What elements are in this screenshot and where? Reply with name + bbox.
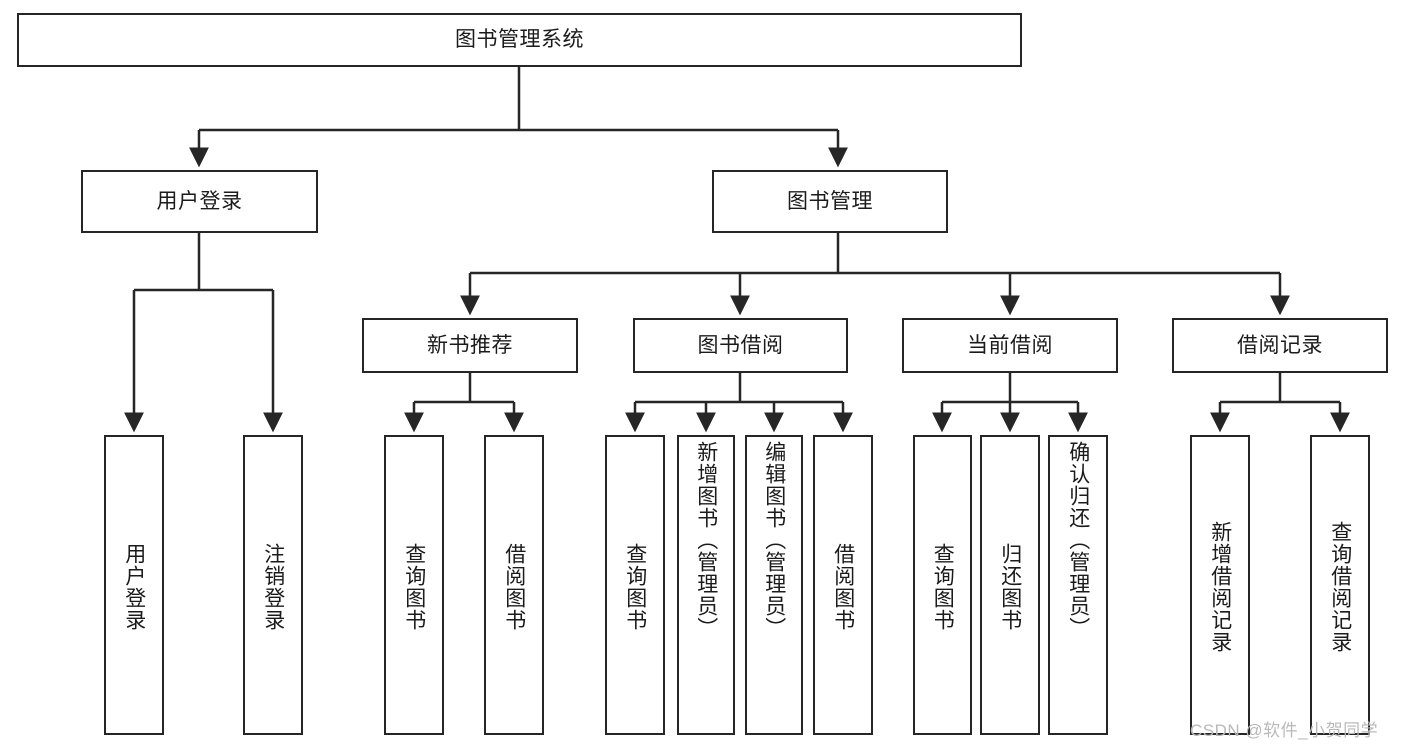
node-leaf-borrow-book-1-label: 借阅图书 [502,543,526,631]
node-leaf-return-book[interactable]: 归还图书 [980,435,1040,735]
node-leaf-add-book[interactable]: 新增图书（管理员） [677,435,735,735]
node-leaf-query-book-3-label: 查询图书 [931,543,955,631]
watermark-text: CSDN @软件_小贺同学 [1190,721,1379,740]
node-leaf-confirm-return-label: 确认归还（管理员） [1066,441,1090,639]
node-root-label: 图书管理系统 [455,28,584,52]
node-borrow-record[interactable]: 借阅记录 [1172,318,1388,373]
node-leaf-query-record-label: 查询借阅记录 [1328,521,1352,653]
node-book-manage[interactable]: 图书管理 [712,170,948,233]
node-leaf-edit-book-label: 编辑图书（管理员） [762,441,786,639]
node-leaf-add-book-label: 新增图书（管理员） [694,441,718,639]
node-leaf-add-record-label: 新增借阅记录 [1208,521,1232,653]
node-leaf-query-book-2-label: 查询图书 [623,543,647,631]
node-leaf-logout-login[interactable]: 注销登录 [243,435,303,735]
node-new-book-recommend[interactable]: 新书推荐 [362,318,578,373]
node-current-borrow[interactable]: 当前借阅 [902,318,1118,373]
node-root[interactable]: 图书管理系统 [17,13,1022,67]
node-leaf-confirm-return[interactable]: 确认归还（管理员） [1048,435,1108,735]
node-user-login-label: 用户登录 [156,189,243,213]
node-leaf-logout-login-label: 注销登录 [261,543,285,631]
node-leaf-borrow-book-1[interactable]: 借阅图书 [484,435,544,735]
node-borrow-record-label: 借阅记录 [1237,333,1323,357]
node-book-manage-label: 图书管理 [787,189,873,213]
node-book-borrow-label: 图书借阅 [697,333,784,357]
node-user-login[interactable]: 用户登录 [81,170,318,233]
node-leaf-return-book-label: 归还图书 [998,543,1022,631]
node-leaf-query-book-3[interactable]: 查询图书 [913,435,972,735]
node-leaf-query-record[interactable]: 查询借阅记录 [1310,435,1370,735]
node-leaf-query-book-1-label: 查询图书 [402,543,426,631]
node-leaf-edit-book[interactable]: 编辑图书（管理员） [745,435,803,735]
node-leaf-query-book-1[interactable]: 查询图书 [384,435,444,735]
node-leaf-user-login[interactable]: 用户登录 [104,435,164,735]
node-leaf-borrow-book-2[interactable]: 借阅图书 [813,435,873,735]
node-new-book-recommend-label: 新书推荐 [427,333,513,357]
node-leaf-user-login-label: 用户登录 [122,543,146,631]
node-leaf-add-record[interactable]: 新增借阅记录 [1190,435,1250,735]
node-leaf-borrow-book-2-label: 借阅图书 [831,543,855,631]
node-leaf-query-book-2[interactable]: 查询图书 [605,435,665,735]
node-current-borrow-label: 当前借阅 [967,333,1053,357]
node-book-borrow[interactable]: 图书借阅 [633,318,848,373]
